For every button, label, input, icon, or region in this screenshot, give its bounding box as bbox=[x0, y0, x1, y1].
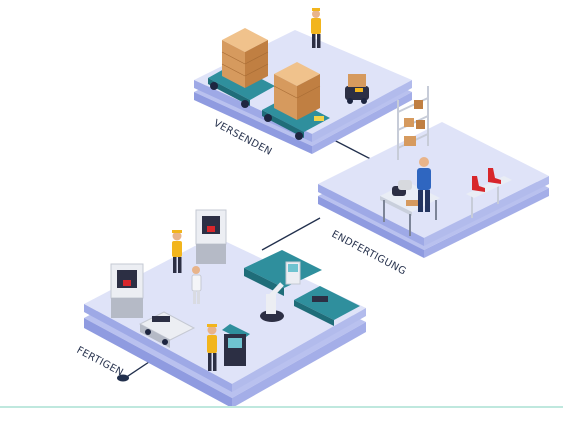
label-manufacturing: FERTIGEN bbox=[75, 345, 125, 379]
shoe-icon bbox=[466, 168, 512, 218]
cardboard-box-icon bbox=[273, 62, 321, 120]
worker-icon bbox=[191, 266, 202, 304]
robot-arm-icon bbox=[244, 250, 360, 326]
worker-icon bbox=[207, 324, 217, 371]
connector-finishing-manufacturing bbox=[261, 217, 321, 251]
worker-icon bbox=[172, 230, 182, 273]
cardboard-box-icon bbox=[221, 28, 269, 88]
printer-3d-icon bbox=[195, 209, 227, 264]
worker-icon bbox=[417, 157, 431, 212]
workbench-icon bbox=[222, 324, 250, 366]
robot-icon bbox=[138, 311, 196, 348]
printer-3d-icon bbox=[110, 263, 144, 318]
finishing-platform bbox=[318, 122, 549, 258]
robot-icon bbox=[345, 74, 369, 104]
manufacturing-platform bbox=[84, 236, 366, 408]
cardboard-box-icon bbox=[404, 100, 425, 146]
endpoint-dot bbox=[117, 374, 129, 382]
bottom-divider bbox=[0, 406, 563, 408]
worker-icon bbox=[311, 8, 321, 48]
